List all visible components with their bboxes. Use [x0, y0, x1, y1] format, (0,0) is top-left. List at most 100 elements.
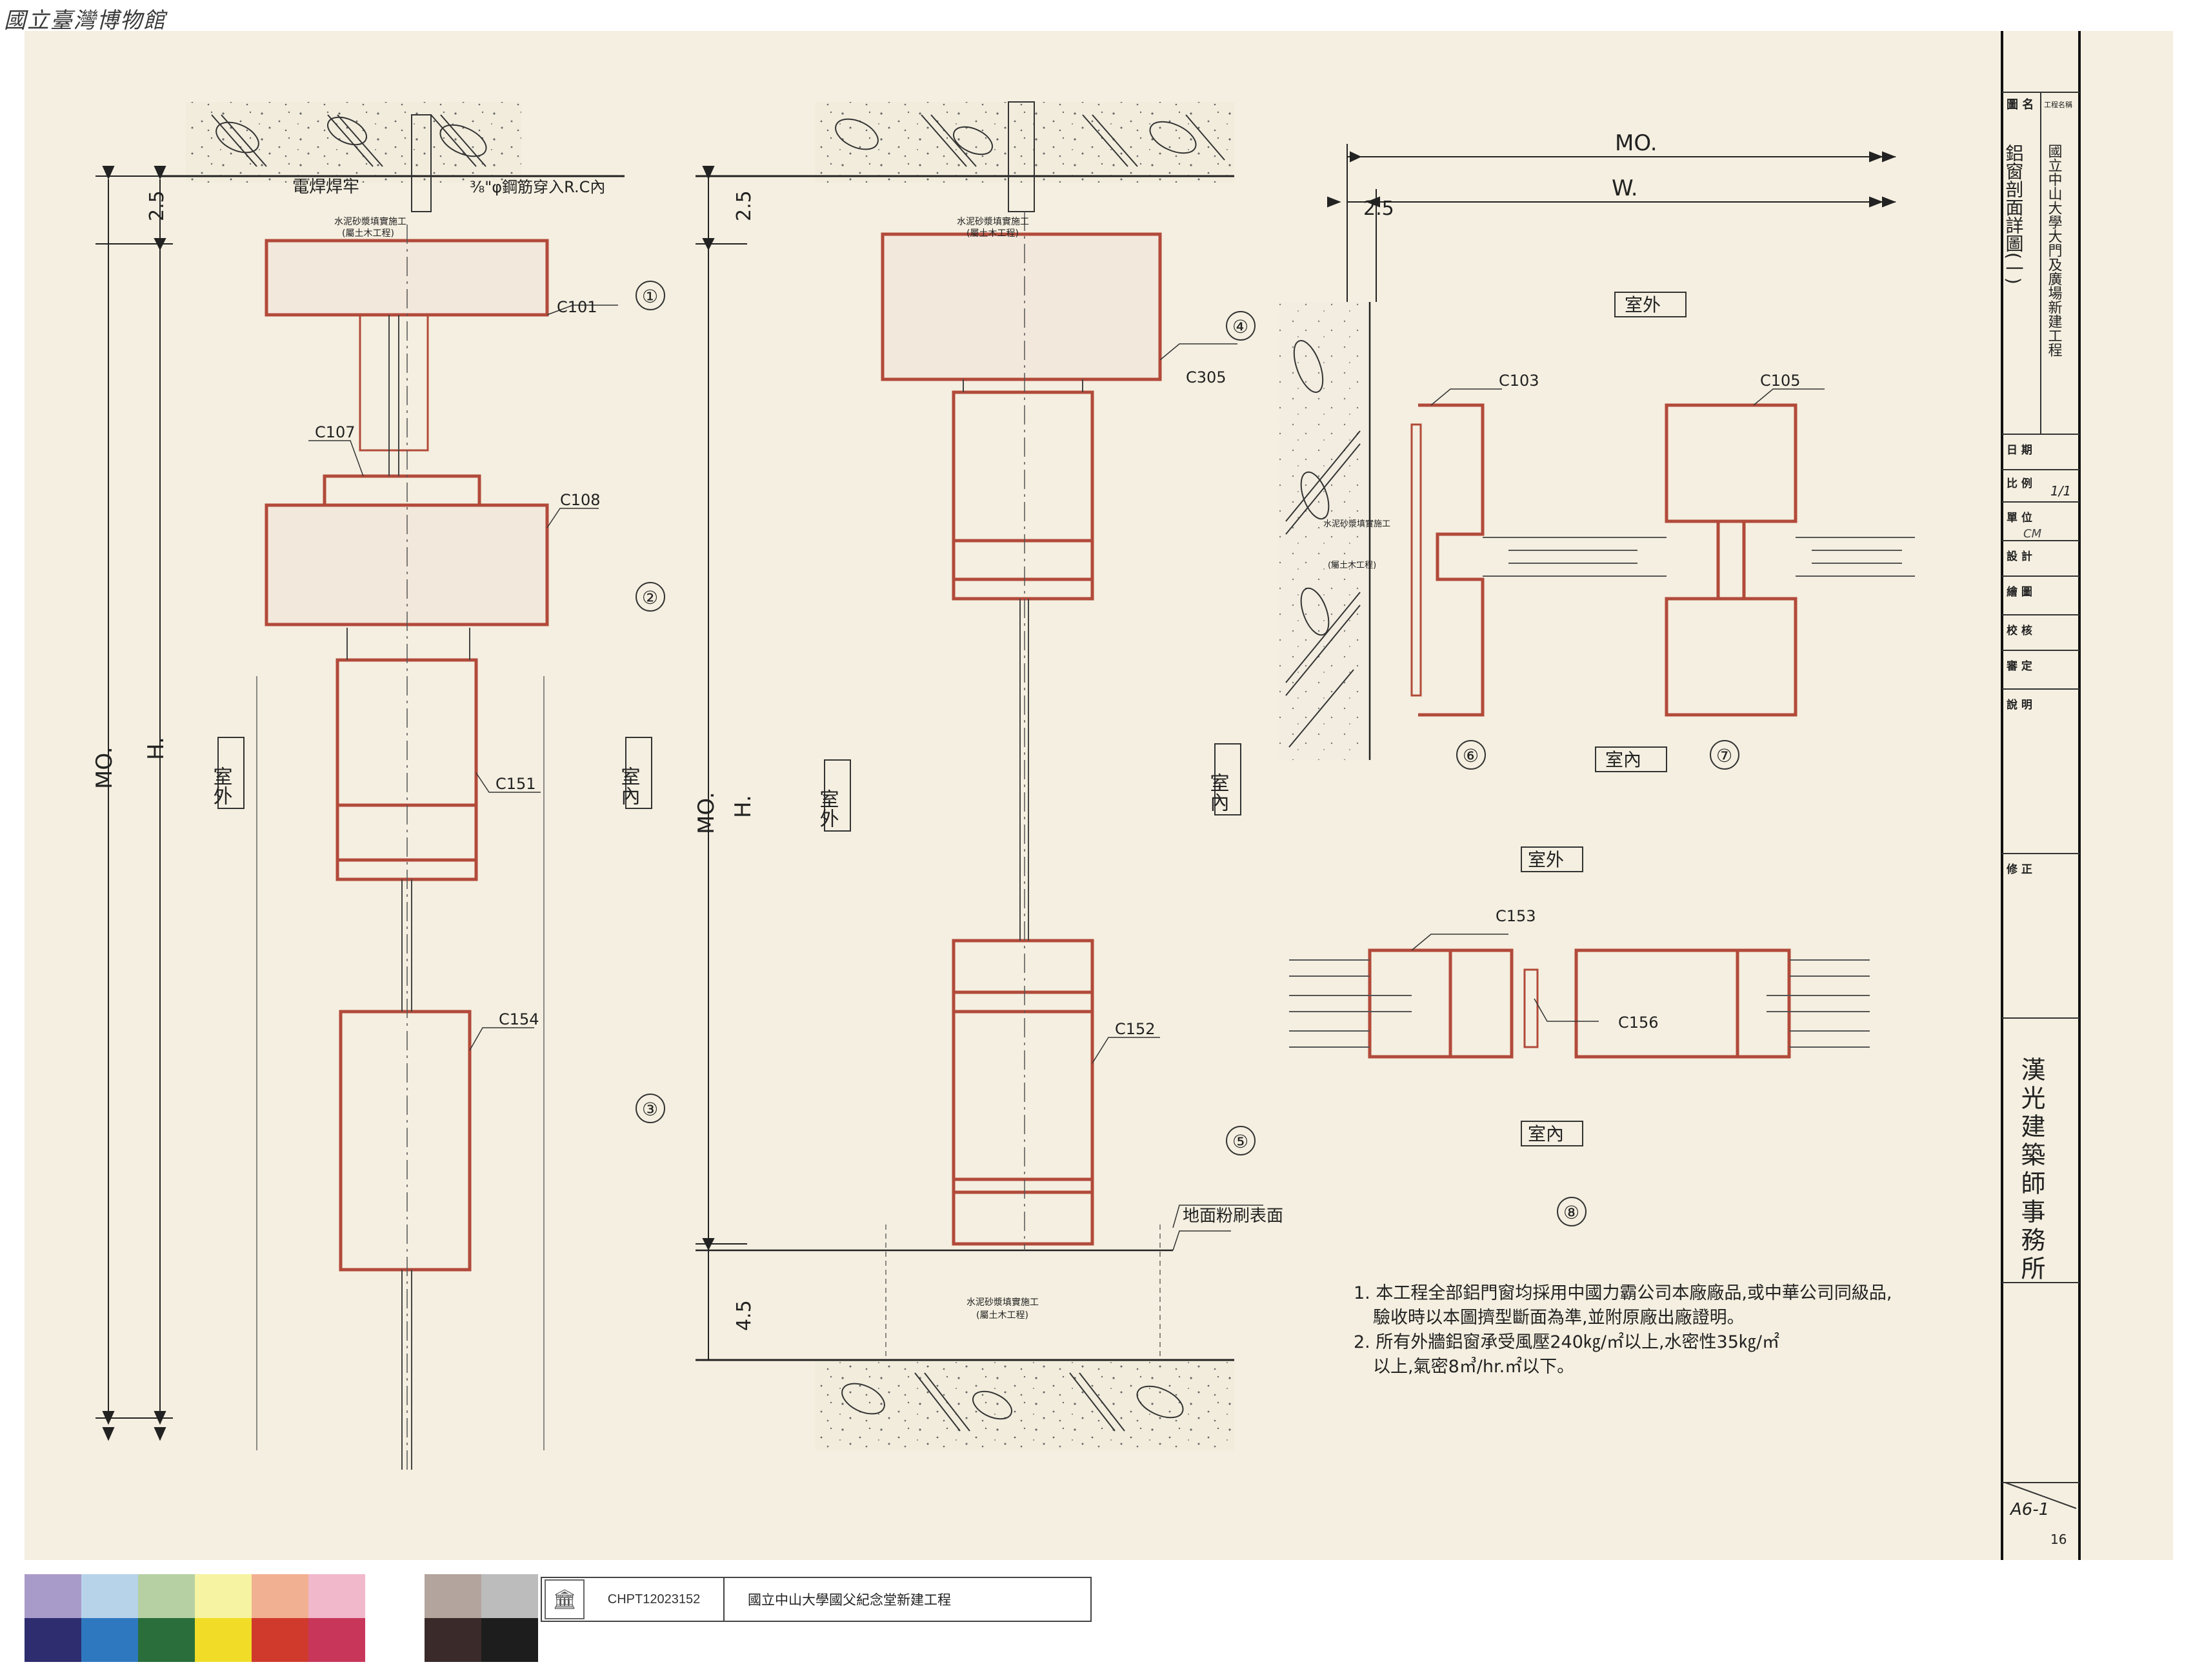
room-outside-2: 室外 [816, 789, 839, 828]
swatch-top [308, 1574, 365, 1618]
note-mortar-4: 水泥砂漿填實施工 [1323, 519, 1390, 529]
marker-5: ⑤ [1232, 1131, 1248, 1152]
spec-note-2b: 以上,氣密8㎥/hr.㎡以下。 [1373, 1357, 1574, 1377]
swatch-top [81, 1574, 138, 1618]
concrete-slab-bottom [815, 1360, 1234, 1450]
section-1-3 [95, 102, 625, 1470]
tb-row-date: 日 期 [2007, 444, 2032, 457]
dim-25-1: 2.5 [146, 190, 168, 221]
marker-6: ⑥ [1463, 745, 1479, 766]
note-civil-3: (屬土木工程) [976, 1310, 1028, 1321]
label-c153: C153 [1496, 907, 1536, 925]
label-c107: C107 [315, 423, 355, 441]
swatch-bottom [252, 1618, 308, 1662]
color-calibration-strip [25, 1574, 1089, 1665]
section-4-5 [696, 101, 1263, 1450]
tb-project-name: 國立中山大學大門及廣場新建工程 [2046, 144, 2063, 357]
dim-h-2: H. [730, 795, 756, 818]
note-civil-1: (屬土木工程) [342, 228, 394, 239]
label-c156: C156 [1618, 1014, 1659, 1032]
swatch-bottom [195, 1618, 252, 1662]
drawing-svg: 電焊焊牢 ⅜"φ鋼筋穿入R.C內 水泥砂漿填實施工 (屬土木工程) C101 C… [92, 31, 2081, 1560]
catalog-label: 🏛 CHPT12023152 國立中山大學國父紀念堂新建工程 [541, 1577, 1092, 1622]
tb-firm: 漢光建築師事務所 [2017, 1057, 2045, 1284]
label-c103: C103 [1499, 372, 1539, 390]
label-c108: C108 [560, 491, 601, 509]
room-outside-4: 室外 [1528, 849, 1564, 870]
note-mortar-2: 水泥砂漿填實施工 [957, 216, 1029, 227]
note-floor: 地面粉刷表面 [1183, 1206, 1283, 1226]
dim-45: 4.5 [733, 1300, 756, 1331]
label-c105: C105 [1760, 372, 1801, 390]
tb-field-name: 圖 名 [2007, 97, 2034, 112]
dim-w: W. [1612, 175, 1638, 201]
marker-4: ④ [1232, 316, 1248, 337]
room-inside-2: 室內 [1207, 773, 1229, 812]
dim-h-1: H. [143, 737, 169, 760]
tb-field-project: 工程名稱 [2044, 100, 2072, 109]
swatch-top [25, 1574, 81, 1618]
label-c305: C305 [1186, 368, 1227, 386]
title-block: 圖 名 工程名稱 鋁窗剖面詳圖(一) 國立中山大學大門及廣場新建工程 日 期 比… [2001, 31, 2081, 1560]
wall-concrete [1279, 302, 1370, 760]
swatch-top [195, 1574, 252, 1618]
dim-mo-3: MO. [1615, 130, 1657, 156]
swatch-top [252, 1574, 308, 1618]
note-civil-4: (屬土木工程) [1328, 561, 1376, 570]
tb-row-scale: 比 例 [2007, 477, 2032, 490]
note-civil-2: (屬土木工程) [966, 228, 1019, 239]
swatch-top [481, 1574, 538, 1618]
museum-watermark: 國立臺灣博物館 [4, 8, 166, 34]
swatch-top [425, 1574, 481, 1618]
swatch-bottom [481, 1618, 538, 1662]
dim-25-3: 2.5 [1363, 197, 1394, 220]
swatch-top [138, 1574, 195, 1618]
room-inside-1: 室內 [617, 766, 640, 805]
marker-2: ② [642, 587, 658, 608]
note-mortar-1: 水泥砂漿填實施工 [334, 216, 406, 227]
room-outside-1: 室外 [210, 766, 232, 805]
tb-row-design: 設 計 [2007, 550, 2032, 563]
marker-8: ⑧ [1563, 1202, 1579, 1223]
tb-row-draw: 繪 圖 [2007, 585, 2032, 599]
tb-drawing-name: 鋁窗剖面詳圖(一) [2003, 144, 2025, 285]
swatch-bottom [308, 1618, 365, 1662]
swatch-bottom [81, 1618, 138, 1662]
marker-1: ① [642, 286, 658, 307]
label-c154: C154 [499, 1010, 539, 1028]
swatch-bottom [138, 1618, 195, 1662]
drawing-sheet: 電焊焊牢 ⅜"φ鋼筋穿入R.C內 水泥砂漿填實施工 (屬土木工程) C101 C… [25, 31, 2173, 1560]
room-inside-3: 室內 [1605, 749, 1641, 770]
tb-row-revise: 修 正 [2006, 863, 2032, 876]
note-weld: 電焊焊牢 [292, 177, 359, 197]
spec-note-2a: 2. 所有外牆鋁窗承受風壓240㎏/㎡以上,水密性35㎏/㎡ [1354, 1332, 1779, 1352]
swatch-bottom [25, 1618, 81, 1662]
tb-scale-value: 1/1 [2050, 483, 2071, 499]
swatch-bottom [425, 1618, 481, 1662]
dim-mo-2: MO. [694, 792, 719, 834]
label-c151: C151 [496, 775, 536, 793]
tb-unit-value: CM [2023, 527, 2042, 541]
marker-7: ⑦ [1716, 745, 1732, 766]
tb-row-approve: 審 定 [2006, 659, 2032, 673]
note-rebar: ⅜"φ鋼筋穿入R.C內 [470, 178, 605, 196]
room-outside-3: 室外 [1625, 294, 1661, 315]
tb-page-no: 16 [2050, 1532, 2067, 1547]
dim-25-2: 2.5 [733, 190, 756, 221]
concrete-slab-top-2 [815, 102, 1234, 183]
catalog-code: CHPT12023152 [585, 1578, 725, 1621]
section-8 [1289, 934, 1870, 1059]
label-c101: C101 [557, 298, 597, 316]
tb-row-note: 說 明 [2007, 698, 2032, 712]
section-6-7 [1279, 144, 1915, 760]
dim-mo-1: MO. [92, 746, 117, 789]
marker-3: ③ [642, 1099, 658, 1120]
tb-row-unit: 單 位 [2007, 511, 2032, 525]
tb-row-check: 校 核 [2007, 624, 2032, 637]
label-c152: C152 [1115, 1020, 1156, 1038]
museum-building-icon: 🏛 [545, 1579, 585, 1619]
spec-note-1a: 1. 本工程全部鋁門窗均採用中國力霸公司本廠廠品,或中華公司同級品, [1354, 1283, 1892, 1303]
room-inside-4: 室內 [1528, 1123, 1564, 1145]
spec-note-1b: 驗收時以本圖擠型斷面為準,並附原廠出廠證明。 [1373, 1308, 1745, 1328]
catalog-title: 國立中山大學國父紀念堂新建工程 [748, 1592, 951, 1608]
